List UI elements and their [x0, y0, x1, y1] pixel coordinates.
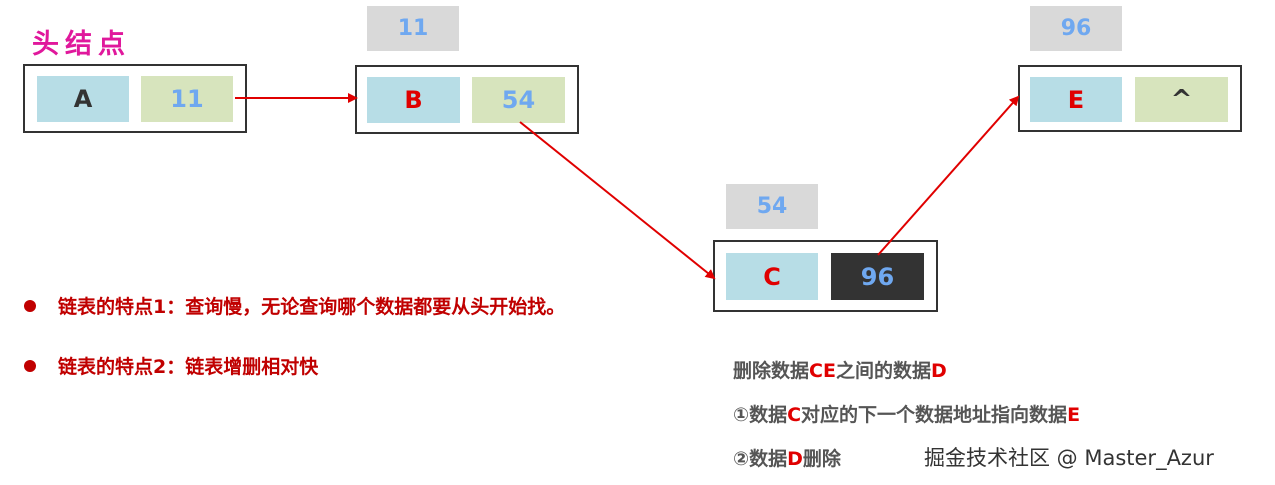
note-line-3: ②数据D删除	[733, 444, 841, 471]
note-highlight: CE	[809, 360, 836, 382]
arrow-b-to-c	[519, 121, 716, 280]
node-a-next: 11	[141, 76, 233, 122]
node-e-data: E	[1030, 77, 1122, 122]
note-text: ①数据	[733, 404, 788, 426]
node-c-next: 96	[831, 253, 924, 300]
node-b-data: B	[367, 77, 460, 123]
node-a: A 11	[23, 64, 247, 133]
note-text: 之间的数据	[835, 360, 931, 382]
node-c: C 96	[713, 240, 938, 312]
node-b-address: 11	[367, 6, 459, 51]
bullet-dot-icon	[24, 299, 36, 312]
arrow-c-to-e	[877, 95, 1020, 256]
node-c-data: C	[726, 253, 818, 300]
node-a-data: A	[37, 76, 129, 122]
node-e-next: ^	[1135, 77, 1228, 122]
watermark: 掘金技术社区 @ Master_Azur	[924, 446, 1214, 470]
head-node-label: 头结点	[32, 29, 131, 60]
note-line-2: ①数据C对应的下一个数据地址指向数据E	[733, 400, 1080, 427]
note-text: ②数据	[733, 448, 788, 470]
node-e-address: 96	[1030, 6, 1122, 51]
node-c-address: 54	[726, 184, 818, 229]
note-highlight: C	[787, 404, 802, 426]
bullet-feature-2: 链表的特点2：链表增删相对快	[24, 352, 318, 379]
note-text: 删除	[802, 448, 841, 470]
note-text: 删除数据	[733, 360, 810, 382]
bullet-feature-1: 链表的特点1：查询慢，无论查询哪个数据都要从头开始找。	[24, 292, 565, 319]
bullet-text-2: 链表的特点2：链表增删相对快	[58, 356, 319, 378]
note-highlight: E	[1067, 404, 1081, 426]
note-highlight: D	[930, 360, 947, 382]
bullet-text-1: 链表的特点1：查询慢，无论查询哪个数据都要从头开始找。	[58, 296, 566, 318]
node-b-next: 54	[472, 77, 565, 123]
bullet-dot-icon	[24, 359, 36, 372]
note-highlight: D	[787, 448, 803, 470]
node-e: E ^	[1018, 65, 1242, 132]
node-b: B 54	[355, 65, 579, 134]
note-text: 对应的下一个数据地址指向数据	[801, 404, 1068, 426]
note-line-1: 删除数据CE之间的数据D	[733, 356, 947, 383]
